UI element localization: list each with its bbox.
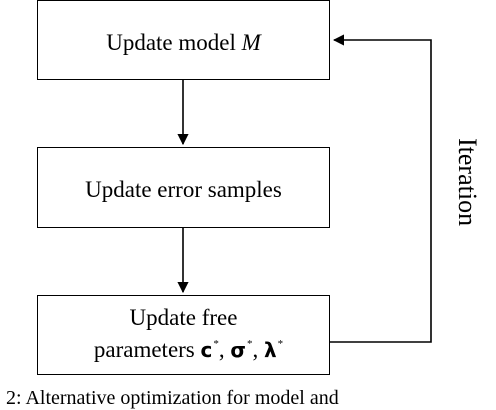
update-free-line1: Update free: [129, 305, 238, 330]
symbol-sigma: σ: [230, 338, 246, 362]
iteration-loop-arrow: [330, 34, 432, 343]
update-error-box: Update error samples: [37, 147, 330, 228]
update-model-box: Update model M: [37, 0, 330, 80]
iteration-label: Iteration: [453, 138, 482, 227]
update-error-label: Update error samples: [85, 177, 282, 202]
symbol-lambda: λ: [263, 338, 277, 362]
symbol-c: c: [200, 338, 213, 362]
model-variable: M: [241, 30, 261, 55]
update-model-label: Update model M: [106, 30, 261, 55]
update-free-box: Update free parameters c*, σ*, λ*: [37, 295, 330, 375]
update-free-line2: parameters c*, σ*, λ*: [93, 337, 284, 362]
figure-caption: g. 2: Alternative optimization for model…: [0, 387, 339, 409]
